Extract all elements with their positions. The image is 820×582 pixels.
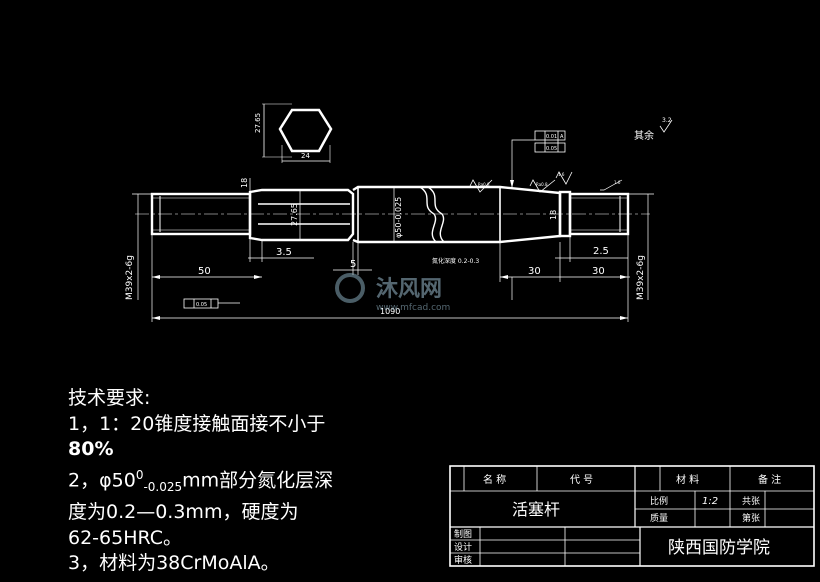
sheets-total: 共张 <box>742 496 760 507</box>
dim-1090: 1090 <box>380 307 400 316</box>
dimension-lines <box>132 139 654 322</box>
thread-left: M39x2-6g <box>125 255 135 300</box>
dim-3-5: 3.5 <box>276 247 292 258</box>
dim-27-65: 27.65 <box>290 203 299 226</box>
part-name: 活塞杆 <box>512 500 560 519</box>
ra-c: 1.6 <box>558 172 565 177</box>
tech-line-1b: 80% <box>68 438 114 460</box>
svg-text:www.mfcad.com: www.mfcad.com <box>376 303 450 313</box>
dim-50: 50 <box>198 266 211 277</box>
dim-5: 5 <box>350 259 356 270</box>
datum-a: A <box>560 134 564 140</box>
technical-requirements: 技术要求: 1，1：20锥度接触面接不小于 80% 2，φ500-0.025mm… <box>68 386 428 577</box>
arrowheads <box>152 180 628 320</box>
weight-label: 质量 <box>650 512 668 524</box>
col-remark: 备 注 <box>758 473 781 486</box>
title-block-text: 名 称 代 号 材 料 备 注 活塞杆 比例 1:2 共张 质量 第张 制图 设… <box>454 473 781 566</box>
tech-line-2b: 度为0.2—0.3mm，硬度为 <box>68 501 299 524</box>
drawn-by: 制图 <box>454 528 472 540</box>
ra-a: Ra0.8 <box>478 182 490 187</box>
dim-phi50: φ50-0.025 <box>394 197 403 238</box>
ratio-label: 比例 <box>650 495 668 507</box>
col-code: 代 号 <box>570 474 593 486</box>
designed-by: 设计 <box>454 541 472 553</box>
tech-line-1: 1，1：20锥度接触面接不小于 <box>68 412 326 435</box>
tech-title: 技术要求: <box>68 387 151 409</box>
roughness-value: 3.2 <box>662 117 672 124</box>
dim-30-a: 30 <box>528 266 541 277</box>
nitriding-note: 氮化深度 0.2-0.3 <box>432 257 479 265</box>
institution: 陕西国防学院 <box>668 538 770 558</box>
checked-by: 审核 <box>454 554 472 566</box>
title-block <box>449 465 815 567</box>
tol-a: 0.01 <box>546 134 557 140</box>
svg-text:沐风网: 沐风网 <box>376 277 442 302</box>
tolerance-frames <box>183 130 566 309</box>
dim-18-left: 18 <box>240 178 249 188</box>
tech-line-2: 2，φ500-0.025mm部分氮化层深 <box>68 467 334 494</box>
thread-right: M39x2-6g <box>636 255 646 300</box>
dim-18-right: 18 <box>549 210 558 220</box>
col-material: 材 料 <box>676 473 699 486</box>
ratio-value: 1:2 <box>702 496 718 507</box>
rest-roughness: 其余 <box>634 129 654 142</box>
tol-b: 0.05 <box>546 146 557 152</box>
watermark: 沐风网 www.mfcad.com <box>335 273 450 313</box>
tech-line-3: 3，材料为38CrMoAlA。 <box>68 552 280 575</box>
ra-d: 1.6 <box>614 180 621 185</box>
roughness-marks <box>469 119 673 193</box>
dim-2-5: 2.5 <box>593 246 609 257</box>
hex-end-view <box>262 103 333 163</box>
hex-dim-24: 24 <box>301 152 310 160</box>
sheet-no: 第张 <box>742 512 760 524</box>
tol-c: 0.05 <box>196 302 207 308</box>
dim-30-b: 30 <box>592 266 605 277</box>
hex-dim-27-65: 27.65 <box>254 113 262 133</box>
ra-b: Ra0.8 <box>536 182 548 187</box>
tech-line-2c: 62-65HRC。 <box>68 526 183 549</box>
col-name: 名 称 <box>483 473 506 486</box>
thread-lines <box>152 197 628 231</box>
